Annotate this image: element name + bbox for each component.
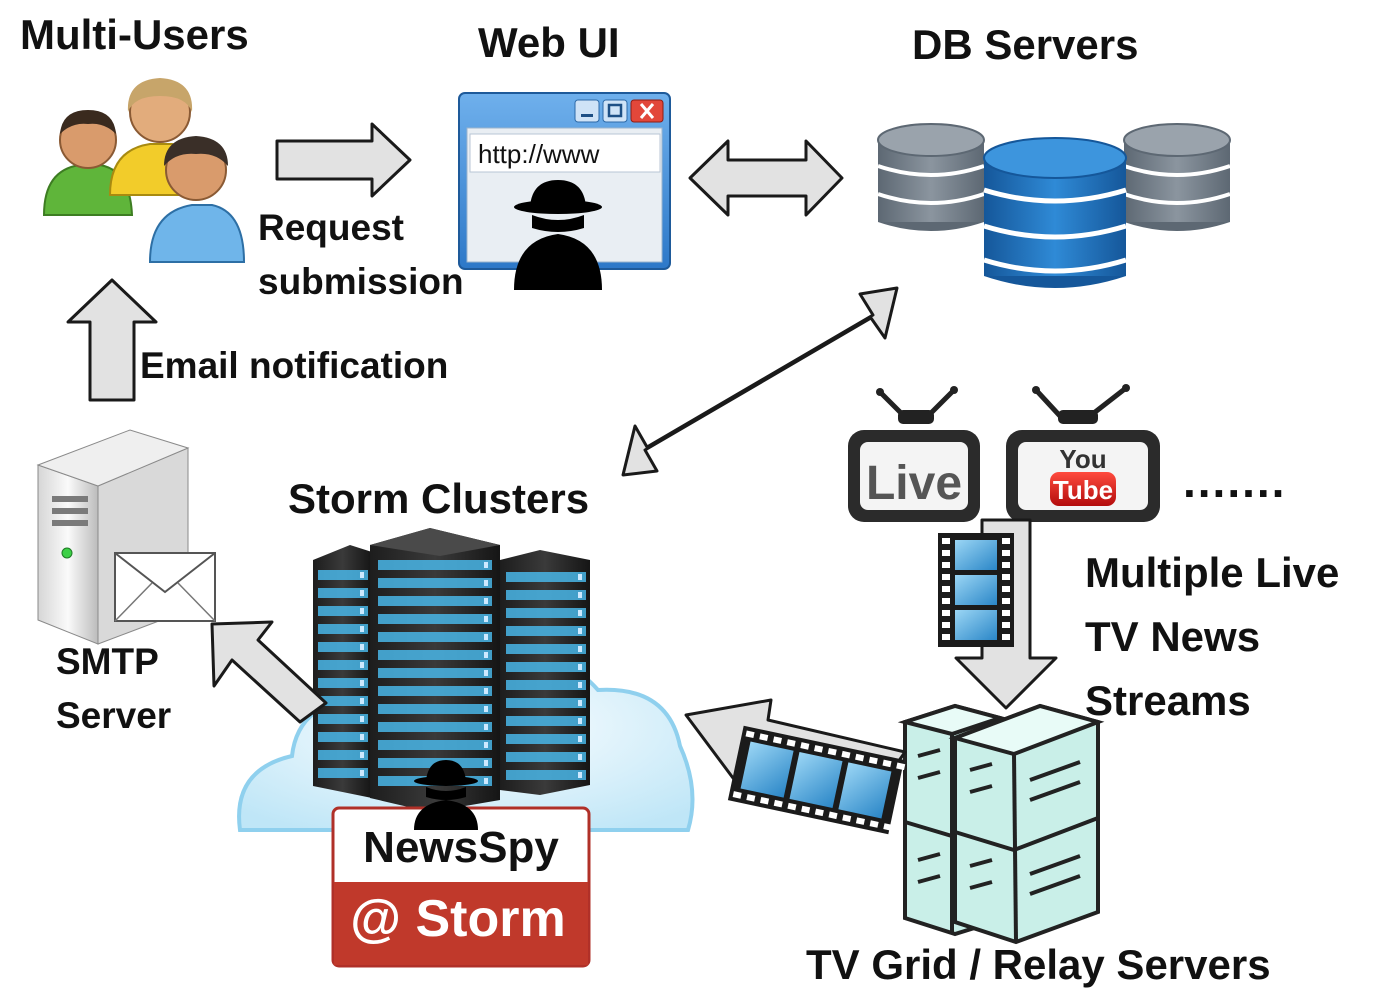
multi-users-icon [42, 78, 246, 263]
more-streams-ellipsis: ....... [1183, 455, 1287, 507]
arrow-webui-db-bidirectional [688, 139, 844, 217]
badge-name-text: NewsSpy [363, 823, 559, 872]
smtp-label-line1: SMTP [56, 641, 159, 682]
live-tv-icon: Live [848, 386, 980, 522]
streams-label-line2: TV News [1085, 613, 1261, 660]
multi-users-title: Multi-Users [20, 11, 249, 58]
smtp-label-line2: Server [56, 695, 172, 736]
tv-tube-text: Tube [1053, 475, 1113, 505]
web-ui-browser-icon: http://www [458, 92, 671, 290]
db-servers-title: DB Servers [912, 21, 1139, 68]
film-strip-icon [727, 725, 906, 835]
database-icon [1123, 123, 1231, 231]
spy-icon [414, 760, 478, 830]
arrow-db-storm-bidirectional [621, 286, 899, 477]
newsspy-badge: NewsSpy @ Storm [331, 760, 591, 968]
window-maximize-icon [602, 99, 628, 123]
browser-url-text: http://www [478, 139, 600, 169]
db-servers-icon [877, 123, 1231, 288]
smtp-server-icon [36, 429, 216, 645]
tv-you-text: You [1059, 444, 1106, 474]
badge-storm-text: @ Storm [350, 890, 565, 948]
window-close-icon [630, 99, 664, 123]
arrow-email-notification [66, 278, 158, 402]
arrow-storm-to-smtp [210, 620, 328, 724]
request-label-line1: Request [258, 207, 404, 248]
web-ui-title: Web UI [478, 19, 620, 66]
database-icon [877, 123, 985, 231]
spy-icon [514, 180, 602, 290]
storm-server-racks-icon [313, 528, 590, 812]
request-label-line2: submission [258, 261, 464, 302]
streams-label-line3: Streams [1085, 677, 1251, 724]
window-minimize-icon [574, 99, 600, 123]
server-tower-icon [948, 703, 1105, 945]
film-strip-icon [938, 533, 1014, 647]
envelope-icon [114, 552, 216, 622]
storm-clusters-title: Storm Clusters [288, 475, 590, 522]
server-rack [313, 545, 372, 798]
arrow-request-submission [275, 122, 412, 198]
relay-servers-icon [897, 703, 1105, 945]
tv-grid-relay-label: TV Grid / Relay Servers [806, 941, 1271, 988]
database-icon [983, 137, 1127, 288]
youtube-tv-icon: You Tube [1006, 384, 1160, 522]
tv-live-text: Live [866, 457, 962, 510]
streams-label-line1: Multiple Live [1085, 549, 1340, 596]
rack-led-rows [318, 560, 586, 786]
email-notification-label: Email notification [140, 345, 449, 386]
